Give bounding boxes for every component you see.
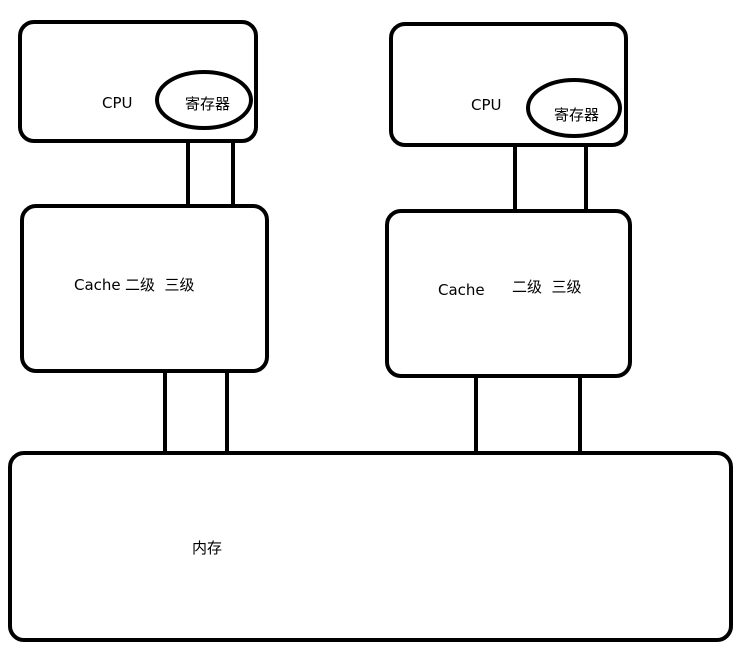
right-cpu-label: CPU [471,96,502,114]
right-cache-node: Cache 二级 三级 [385,209,632,378]
left-cache-node: Cache 二级 三级 [20,204,269,373]
left-register-label: 寄存器 [185,95,230,113]
left-register-ellipse [155,70,253,130]
right-register-label: 寄存器 [554,106,599,124]
memory-label: 内存 [192,539,222,557]
right-register-ellipse [526,78,622,138]
right-cache-label: Cache [438,281,485,299]
right-cache-levels: 二级 三级 [512,278,582,296]
left-cache-label: Cache [74,276,121,294]
left-cpu-label: CPU [102,94,133,112]
memory-box [8,451,733,642]
memory-node: 内存 [8,451,733,642]
left-cache-levels: 二级 三级 [125,276,195,294]
right-cpu-node: CPU 寄存器 [389,22,628,147]
left-cpu-node: CPU 寄存器 [18,20,258,143]
right-cache-box [385,209,632,378]
left-cache-box [20,204,269,373]
